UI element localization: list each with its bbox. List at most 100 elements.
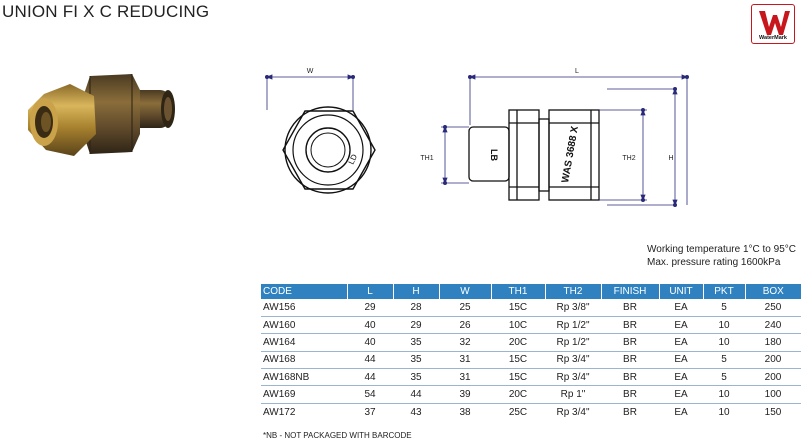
cell-w: 39 — [439, 385, 491, 404]
col-code: CODE — [261, 284, 348, 299]
cell-h: 44 — [393, 385, 439, 404]
cell-code: AW168NB — [261, 368, 347, 387]
col-box: BOX — [745, 284, 801, 299]
watermark-w-icon — [759, 11, 790, 35]
product-photo — [28, 74, 175, 156]
cell-w: 31 — [439, 368, 491, 387]
watermark-logo-text: WaterMark — [759, 35, 787, 41]
dim-th1-label: TH1 — [420, 155, 433, 162]
cell-l: 40 — [347, 333, 393, 352]
product-table: CODE L H W TH1 TH2 FINISH UNIT PKT BOX A… — [261, 284, 801, 421]
cell-pkt: 10 — [703, 316, 745, 335]
cell-pkt: 5 — [703, 368, 745, 387]
cell-finish: BR — [601, 368, 659, 387]
cell-pkt: 10 — [718, 406, 730, 418]
side-mark-2-text: WAS 3688 X — [560, 125, 581, 184]
cell-unit: EA — [659, 316, 703, 335]
cell-code: AW168 — [261, 351, 347, 370]
table-row: AW172 37 43 38 25C Rp 3/4" BR EA 10 150 — [261, 403, 801, 420]
specs-block: Working temperature 1°C to 95°C Max. pre… — [647, 243, 796, 269]
col-th2: TH2 — [545, 284, 602, 299]
cell-pkt: 10 — [703, 385, 745, 404]
cell-code: AW169 — [261, 385, 347, 404]
col-th1: TH1 — [491, 284, 546, 299]
cell-unit: EA — [674, 406, 688, 418]
cell-box: 240 — [745, 316, 801, 335]
cell-box: 150 — [764, 406, 782, 418]
cell-h: 43 — [410, 406, 422, 418]
cell-th2: Rp 1/2" — [545, 333, 601, 352]
cell-pkt: 5 — [703, 299, 745, 317]
dim-h-label: H — [668, 155, 673, 162]
cell-th2: Rp 3/8" — [545, 299, 601, 317]
cell-l: 29 — [347, 299, 393, 317]
col-l: L — [347, 284, 394, 299]
table-header-row: CODE L H W TH1 TH2 FINISH UNIT PKT BOX — [261, 284, 801, 299]
col-h: H — [393, 284, 440, 299]
cell-pkt: 5 — [703, 351, 745, 370]
cell-code: AW156 — [261, 299, 347, 317]
cell-unit: EA — [659, 299, 703, 317]
cell-th1: 20C — [491, 333, 545, 352]
spec-pressure-rating: Max. pressure rating 1600kPa — [647, 257, 781, 268]
cell-th2: Rp 3/4" — [545, 368, 601, 387]
hex-end-view — [282, 110, 376, 190]
cell-h: 29 — [393, 316, 439, 335]
side-mark-1-text: LB — [489, 149, 499, 161]
col-unit: UNIT — [659, 284, 704, 299]
end-mark-text: LD — [347, 153, 360, 166]
cell-l: 44 — [347, 368, 393, 387]
cell-unit: EA — [659, 351, 703, 370]
cell-unit: EA — [659, 333, 703, 352]
table-row: AW160 40 29 26 10C Rp 1/2" BR EA 10 240 — [261, 316, 801, 335]
col-w: W — [439, 284, 492, 299]
cell-l: 37 — [364, 406, 376, 418]
cell-th1: 15C — [491, 299, 545, 317]
cell-w: 32 — [439, 333, 491, 352]
cell-code: AW160 — [261, 316, 347, 335]
cell-box: 200 — [745, 368, 801, 387]
table-row: AW169 54 44 39 20C Rp 1" BR EA 10 100 — [261, 385, 801, 404]
cell-th2: Rp 3/4" — [545, 351, 601, 370]
table-row: AW168 44 35 31 15C Rp 3/4" BR EA 5 200 — [261, 351, 801, 370]
cell-code: AW164 — [261, 333, 347, 352]
col-finish: FINISH — [601, 284, 660, 299]
cell-th2: Rp 1" — [545, 385, 601, 404]
cell-w: 38 — [459, 406, 471, 418]
cell-unit: EA — [659, 368, 703, 387]
col-pkt: PKT — [703, 284, 746, 299]
table-row: AW168NB 44 35 31 15C Rp 3/4" BR EA 5 200 — [261, 368, 801, 387]
cell-th1: 15C — [491, 368, 545, 387]
cell-box: 200 — [745, 351, 801, 370]
cell-th1: 20C — [491, 385, 545, 404]
cell-finish: BR — [623, 406, 637, 418]
cell-unit: EA — [659, 385, 703, 404]
cell-pkt: 10 — [703, 333, 745, 352]
dim-l-label: L — [575, 68, 579, 75]
dim-th2-label: TH2 — [622, 155, 635, 162]
cell-th1: 10C — [491, 316, 545, 335]
cell-h: 35 — [393, 368, 439, 387]
cell-code: AW172 — [263, 406, 296, 418]
cell-h: 35 — [393, 333, 439, 352]
table-row: AW156 29 28 25 15C Rp 3/8" BR EA 5 250 — [261, 299, 801, 317]
cell-w: 31 — [439, 351, 491, 370]
watermark-logo: WaterMark — [751, 4, 795, 44]
cell-th2: Rp 3/4" — [556, 406, 590, 418]
cell-finish: BR — [601, 333, 659, 352]
cell-h: 28 — [393, 299, 439, 317]
cell-box: 180 — [745, 333, 801, 352]
cell-finish: BR — [601, 385, 659, 404]
cell-finish: BR — [601, 299, 659, 317]
table-row: AW164 40 35 32 20C Rp 1/2" BR EA 10 180 — [261, 333, 801, 352]
cell-l: 54 — [347, 385, 393, 404]
dim-w-label: W — [307, 68, 314, 75]
page-title: UNION FI X C REDUCING — [2, 2, 210, 21]
cell-l: 40 — [347, 316, 393, 335]
cell-th1: 15C — [491, 351, 545, 370]
cell-th1: 25C — [508, 406, 528, 418]
footnote: *NB - NOT PACKAGED WITH BARCODE — [263, 431, 412, 440]
cell-w: 25 — [439, 299, 491, 317]
cell-h: 35 — [393, 351, 439, 370]
cell-finish: BR — [601, 351, 659, 370]
